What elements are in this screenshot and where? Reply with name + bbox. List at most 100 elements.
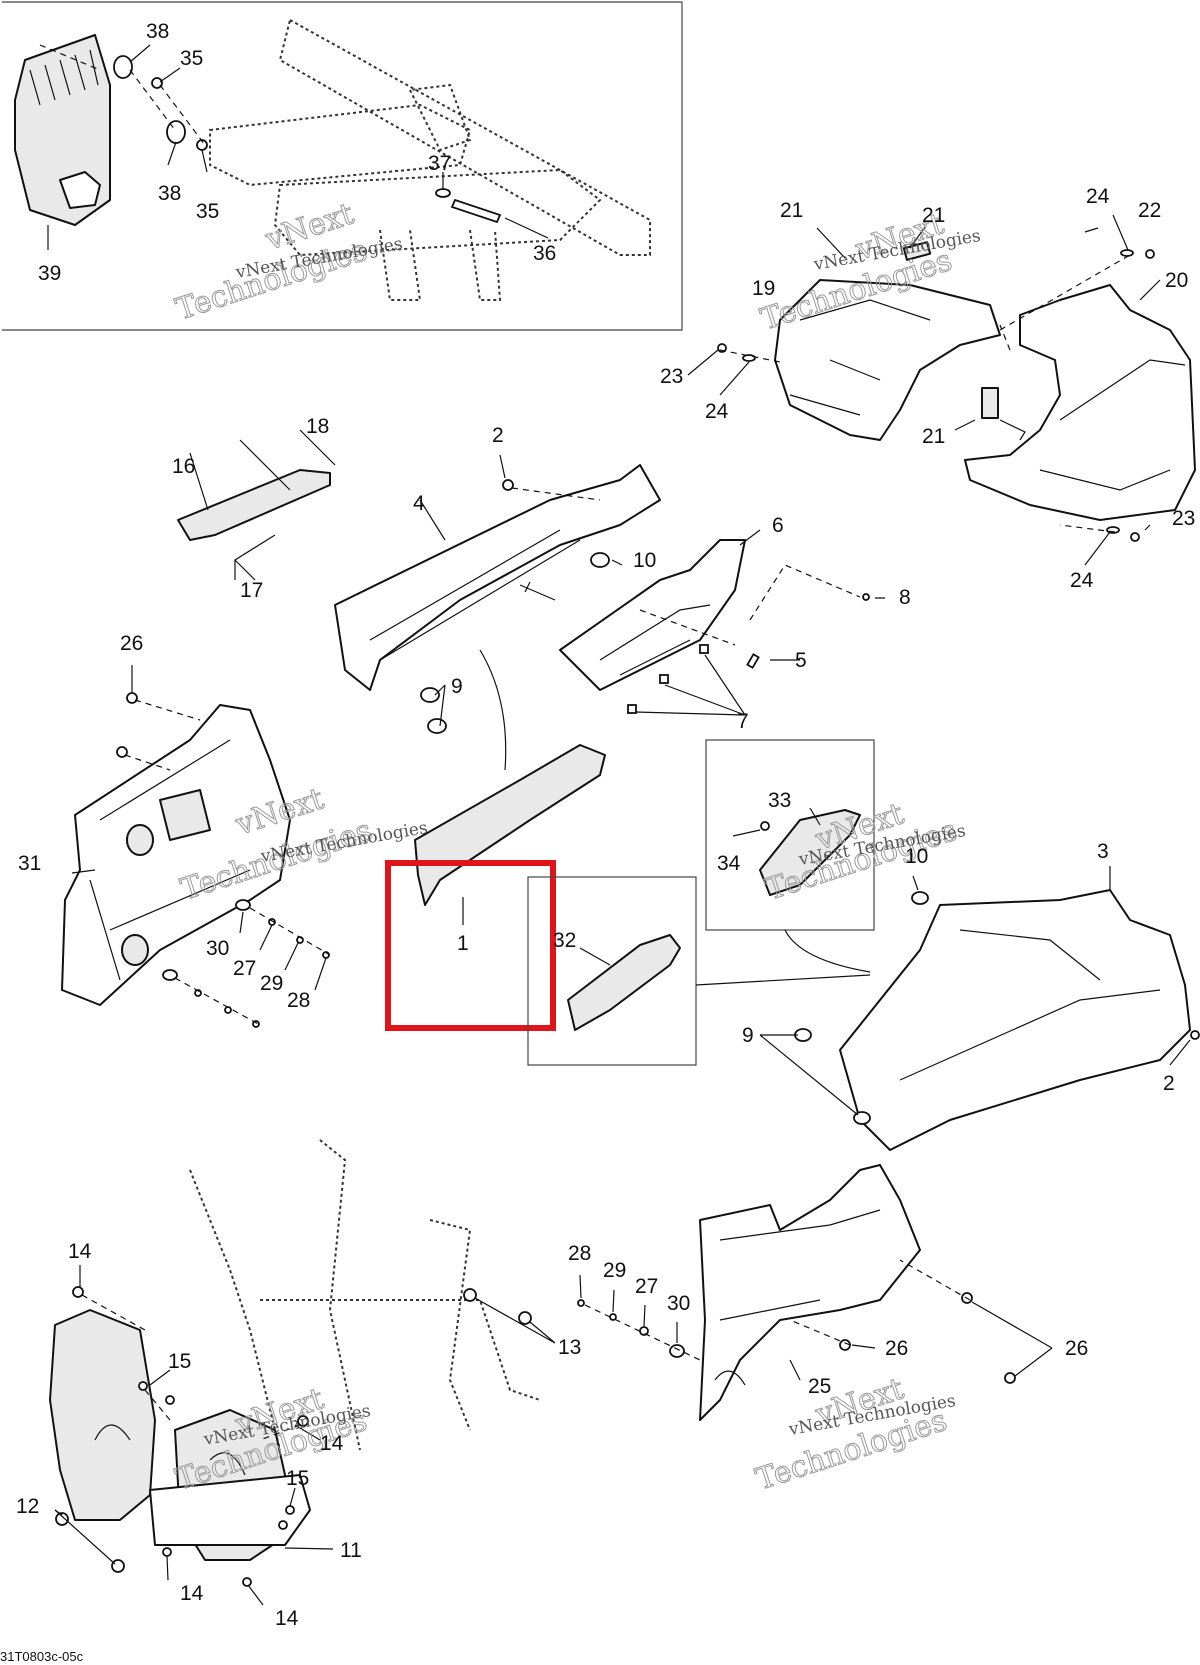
callout-38: 38 xyxy=(146,20,169,43)
callout-38: 38 xyxy=(158,182,181,205)
part-22-nut xyxy=(1145,249,1155,259)
callout-24: 24 xyxy=(705,400,729,423)
part-11-skid-plate xyxy=(149,1474,311,1546)
part-39-ribs xyxy=(29,49,99,106)
callout-37: 37 xyxy=(428,152,451,175)
callout-26: 26 xyxy=(1065,1337,1088,1360)
lower-panel-leaders xyxy=(579,1274,1053,1381)
part-7-clip-b xyxy=(659,674,669,684)
callout-3: 3 xyxy=(1097,840,1109,863)
callout-25: 25 xyxy=(808,1375,831,1398)
part-31-details xyxy=(89,739,251,981)
callout-18: 18 xyxy=(306,415,329,438)
part-34-screw xyxy=(760,821,770,831)
part-19-inner-fender xyxy=(774,279,1001,441)
part-31-connector xyxy=(159,789,211,841)
part-33-detail-box xyxy=(705,739,875,931)
part-10-grommet-right xyxy=(911,891,929,905)
frame-cross-tube xyxy=(209,103,472,187)
part-35-upper-nut xyxy=(151,77,163,89)
part-33-bracket xyxy=(759,809,861,896)
callout-4: 4 xyxy=(413,492,425,515)
part-20-outer-fender xyxy=(964,284,1196,521)
callout-2: 2 xyxy=(492,424,504,447)
callout-8: 8 xyxy=(899,586,911,609)
part-25-lower-panel xyxy=(699,1164,921,1421)
callout-30: 30 xyxy=(667,1292,690,1315)
front-frame-cross xyxy=(260,1299,541,1401)
part-6-details xyxy=(599,604,711,676)
callout-30: 30 xyxy=(206,937,229,960)
callout-19: 19 xyxy=(752,277,775,300)
part-14-screw-top xyxy=(72,1286,84,1298)
right-panel-leaders xyxy=(759,866,1191,1116)
lower-panel-dashed-paths xyxy=(584,1259,971,1361)
callout-15: 15 xyxy=(286,1467,309,1490)
front-guard-group xyxy=(49,1139,556,1606)
part-26-bolt-e xyxy=(1004,1372,1016,1384)
part-23-bolt-right xyxy=(1130,532,1140,542)
part-30-grommet-a xyxy=(235,899,251,911)
frame-lower-tube xyxy=(273,168,602,257)
part-26-bolt-b xyxy=(116,746,128,758)
part-10-grommet-top xyxy=(590,552,610,568)
callout-27: 27 xyxy=(233,957,256,980)
callout-5: 5 xyxy=(795,649,807,672)
part-36-bolt xyxy=(450,198,502,224)
callout-7: 7 xyxy=(737,710,749,733)
callout-26: 26 xyxy=(885,1337,908,1360)
part-15-clip-top xyxy=(138,1381,148,1391)
callout-39: 39 xyxy=(38,262,61,285)
callout-28: 28 xyxy=(568,1242,591,1265)
right-panel-group xyxy=(759,866,1200,1151)
callout-27: 27 xyxy=(635,1275,658,1298)
frame-upper-tube xyxy=(278,18,651,256)
callout-9: 9 xyxy=(742,1024,754,1047)
part-19-details xyxy=(789,299,931,416)
part-30-grommet-c xyxy=(669,1344,685,1358)
callout-13: 13 xyxy=(558,1336,581,1359)
front-frame-tube-b xyxy=(319,1139,361,1451)
callout-24: 24 xyxy=(1070,569,1094,592)
mid-arrow xyxy=(519,581,556,601)
part-13-nut-b xyxy=(518,1311,532,1325)
part-31-boss-upper xyxy=(126,824,154,856)
callout-35: 35 xyxy=(180,47,203,70)
front-frame-tube-c xyxy=(429,1219,472,1431)
part-21-pad-lower xyxy=(981,387,999,419)
callout-29: 29 xyxy=(260,972,283,995)
inset-frame-group xyxy=(2,1,683,331)
rear-fender-dashed-paths xyxy=(719,254,1131,533)
callout-24: 24 xyxy=(1086,185,1110,208)
part-8-rivet xyxy=(862,593,870,601)
callout-22: 22 xyxy=(1138,199,1161,222)
part-32-leader xyxy=(579,947,611,966)
front-bracket-dashed-paths xyxy=(124,699,331,1026)
part-15-clip-top-b xyxy=(165,1395,175,1405)
part-9-grommet-b xyxy=(427,718,447,734)
part-30-grommet-b xyxy=(162,969,178,981)
part-14-bumper-left xyxy=(49,1309,156,1521)
callout-29: 29 xyxy=(603,1259,626,1282)
callout-23: 23 xyxy=(1172,507,1195,530)
callout-9: 9 xyxy=(451,675,463,698)
front-frame-tube-a xyxy=(189,1169,281,1451)
part-15-clip-bottom xyxy=(285,1505,295,1515)
inset-leaders xyxy=(47,44,549,250)
callout-34: 34 xyxy=(717,852,741,875)
part-2-screw-right xyxy=(1190,1030,1200,1040)
frame-leg-right xyxy=(469,229,502,301)
part-9-grommet-a xyxy=(420,687,440,703)
highlight-box xyxy=(385,860,556,1031)
part-31-bracket xyxy=(61,704,291,1006)
callout-14: 14 xyxy=(320,1432,344,1455)
part-7-clip-c xyxy=(627,704,637,714)
callouts: 38 35 38 35 37 36 39 21 21 24 22 19 20 2… xyxy=(0,20,1195,1664)
part-33-leaders xyxy=(732,807,821,837)
frame-leg-left xyxy=(379,229,422,301)
part-14-screw-bottom xyxy=(162,1547,172,1557)
callout-14: 14 xyxy=(275,1607,299,1630)
part-12-bolt xyxy=(55,1512,69,1526)
part-4-side-panel xyxy=(334,464,661,691)
